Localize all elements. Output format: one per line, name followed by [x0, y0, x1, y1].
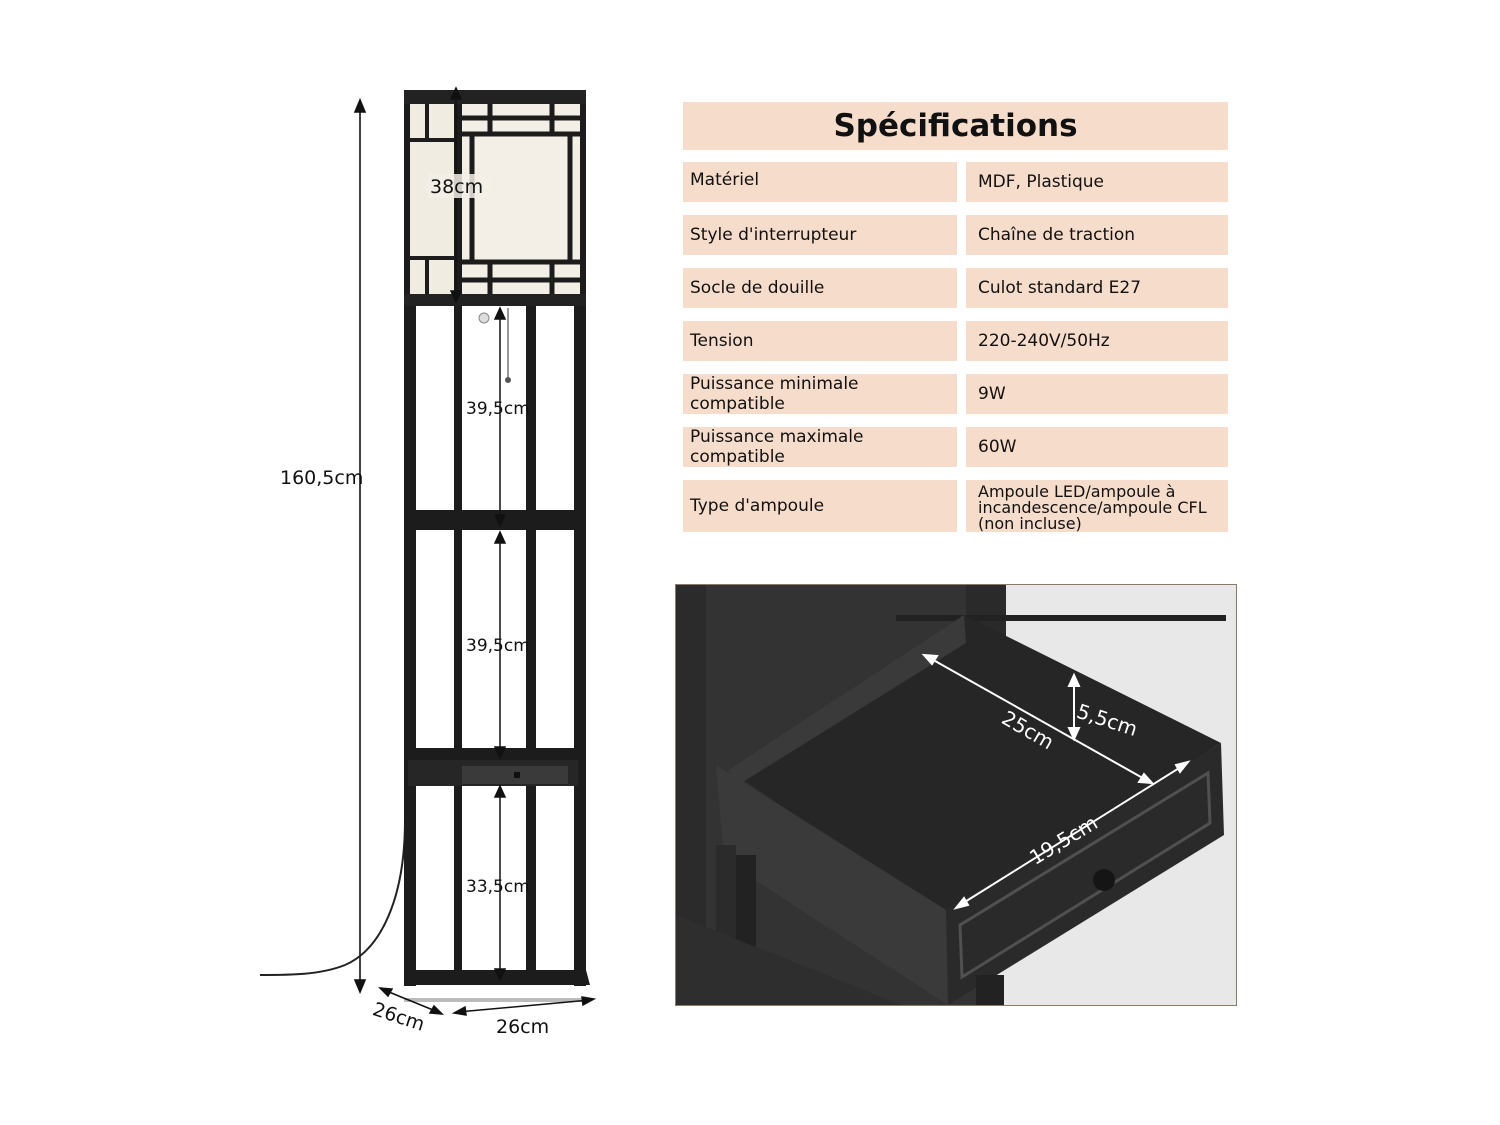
drawer-depth-arrow: [921, 653, 1155, 785]
spec-row-value: 60W: [966, 427, 1228, 467]
shelf-3-label: 33,5cm: [466, 877, 530, 897]
total-height-label: 160,5cm: [280, 467, 364, 489]
shelf-1-label: 39,5cm: [466, 399, 530, 419]
spec-row-value: MDF, Plastique: [966, 162, 1228, 202]
width-arrow: [451, 996, 597, 1016]
shelf-2-arrow: [493, 530, 507, 760]
depth-arrow: [378, 987, 444, 1015]
drawer-width-arrow: [953, 760, 1191, 910]
shelf-2-label: 39,5cm: [466, 636, 530, 656]
drawer-height-arrow: [1067, 672, 1081, 742]
total-height-arrow: [353, 97, 367, 995]
spec-row-label: Tension: [683, 321, 957, 361]
drawer-detail-photo: [675, 584, 1237, 1006]
drawer-illustration: [676, 585, 1236, 1005]
lamp-shade: [404, 90, 586, 306]
spec-row-value: Culot standard E27: [966, 268, 1228, 308]
spec-row-label: Puissance minimale compatible: [683, 374, 957, 414]
spec-row-label: Type d'ampoule: [683, 480, 957, 532]
spec-row-label: Puissance maximale compatible: [683, 427, 957, 467]
spec-row-label: Socle de douille: [683, 268, 957, 308]
floor-lamp-illustration: [259, 86, 597, 1016]
power-cord: [259, 819, 406, 976]
spec-row-value: Ampoule LED/ampoule à incandescence/ampo…: [966, 480, 1228, 532]
specifications-title: Spécifications: [683, 102, 1228, 150]
lamp-frame: [404, 306, 590, 1002]
spec-row-value: Chaîne de traction: [966, 215, 1228, 255]
shelf-1-arrow: [493, 306, 507, 528]
shade-height-label: 38cm: [430, 176, 484, 198]
spec-row-label: Style d'interrupteur: [683, 215, 957, 255]
spec-row-label: Matériel: [683, 162, 957, 202]
width-label: 26cm: [496, 1016, 550, 1038]
shelf-3-arrow: [493, 784, 507, 982]
spec-row-value: 220-240V/50Hz: [966, 321, 1228, 361]
spec-row-value: 9W: [966, 374, 1228, 414]
